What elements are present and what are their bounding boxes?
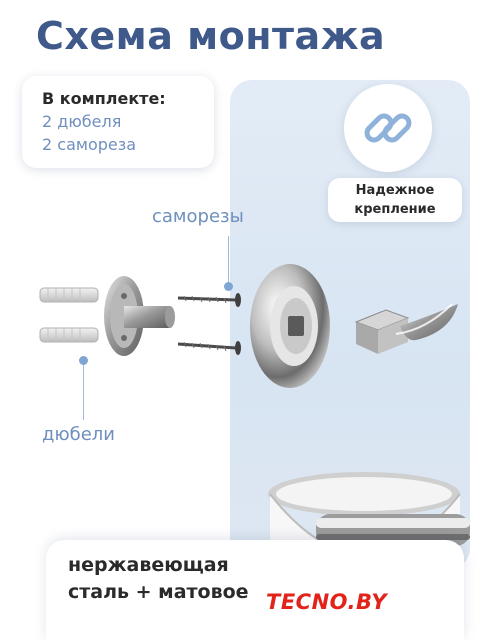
mounting-base	[104, 276, 175, 356]
dowel-bottom	[39, 327, 99, 343]
dowel-top	[39, 287, 99, 303]
reliable-line-2: крепление	[354, 202, 436, 217]
material-card: нержавеющая сталь + матовое	[46, 540, 464, 640]
tecnoby-logo: TECNO.BY	[262, 590, 392, 614]
chrome-rosette	[250, 264, 330, 388]
reliable-mount-badge: Надежное крепление	[328, 178, 462, 222]
screw-top	[177, 293, 241, 307]
chain-badge	[344, 84, 432, 172]
screws-pointer-line	[228, 236, 229, 286]
reliable-line-1: Надежное	[355, 183, 435, 198]
material-line-2: сталь + матовое	[68, 581, 249, 603]
screw-bottom	[177, 341, 241, 355]
kit-heading: В комплекте:	[42, 89, 166, 108]
label-dowels: дюбели	[42, 424, 115, 445]
dowels-pointer-line	[83, 362, 84, 420]
page-title: Схема монтажа	[36, 14, 386, 58]
dowels-pointer-dot	[79, 356, 88, 365]
kit-contents-card: В комплекте: 2 дюбеля 2 самореза	[22, 76, 214, 168]
screws-pointer-dot	[224, 282, 233, 291]
kit-item-dowels: 2 дюбеля	[42, 112, 122, 131]
chrome-hook	[354, 303, 458, 354]
label-screws: саморезы	[152, 206, 244, 227]
kit-item-screws: 2 самореза	[42, 135, 137, 154]
chain-link-icon	[364, 113, 412, 143]
material-line-1: нержавеющая	[68, 554, 229, 576]
